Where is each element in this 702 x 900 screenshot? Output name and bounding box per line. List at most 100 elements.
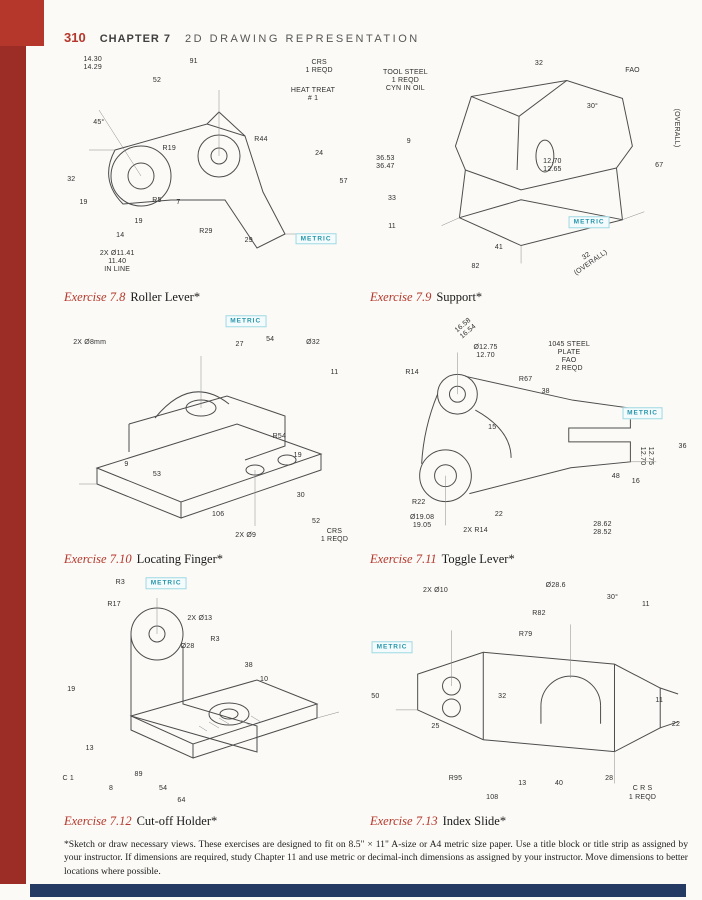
- dimension-label: 2X Ø8mm: [73, 338, 107, 346]
- dimension-label: 14: [116, 232, 125, 240]
- page-number: 310: [64, 30, 86, 45]
- dimension-label: R82: [532, 610, 546, 618]
- dimension-label: FAO: [625, 67, 640, 75]
- dimension-label: 32: [498, 692, 507, 700]
- dimension-label: Ø12.75 12.70: [473, 344, 498, 360]
- dimension-label: R54: [272, 433, 287, 441]
- toggle-lever-view: [419, 352, 657, 526]
- exercise-number: Exercise 7.8: [64, 290, 126, 304]
- dimension-label: 30°: [586, 102, 599, 110]
- dimension-label: 64: [177, 796, 186, 804]
- dimension-label: 48: [611, 473, 620, 481]
- metric-badge: METRIC: [225, 315, 267, 328]
- dimension-label: 10: [259, 676, 269, 684]
- dimension-label: 28: [605, 775, 614, 783]
- dimension-label: 36: [678, 442, 687, 450]
- dimension-label: Ø28: [180, 643, 195, 651]
- dimension-label: 13: [85, 744, 94, 752]
- dimension-label: R3: [210, 636, 220, 644]
- dimension-label: 2X Ø11.41 11.40 IN LINE: [99, 250, 135, 274]
- dimension-label: Ø28.6: [545, 581, 566, 589]
- dimension-label: 45°: [93, 119, 105, 127]
- dimension-label: 9: [124, 461, 129, 469]
- dimension-label: 8: [109, 784, 114, 792]
- metric-badge: METRIC: [145, 577, 187, 590]
- exercise-number: Exercise 7.13: [370, 814, 438, 828]
- dimension-label: 32 (OVERALL): [573, 248, 610, 277]
- dimension-label: 32: [67, 175, 76, 183]
- dimension-label: R3: [115, 579, 125, 587]
- dimension-label: 38: [244, 662, 253, 670]
- dimension-label: 1045 STEEL PLATE FAO 2 REQD: [548, 340, 590, 372]
- dimension-label: R5: [152, 197, 162, 205]
- dimension-label: R67: [518, 376, 533, 384]
- index-slide-isometric: [395, 624, 679, 784]
- support-isometric: [441, 80, 645, 264]
- dimension-label: 54: [266, 336, 275, 344]
- dimension-label: 15: [488, 423, 497, 431]
- exercise-number: Exercise 7.12: [64, 814, 132, 828]
- dimension-label: 2X Ø9: [235, 532, 257, 540]
- dimension-label: 16.58 16.54: [453, 316, 478, 340]
- dimension-label: 11: [655, 697, 664, 705]
- metric-badge: METRIC: [622, 407, 664, 420]
- dimension-label: R29: [199, 227, 213, 235]
- dimension-label: 82: [471, 263, 480, 271]
- chapter-label: CHAPTER 7: [99, 33, 172, 45]
- exercise-name: Toggle Lever*: [441, 552, 515, 566]
- dimension-label: 30°: [606, 593, 619, 601]
- dimension-label: 40: [554, 780, 564, 788]
- dimension-label: 25: [431, 723, 440, 731]
- corner-accent-square: [0, 0, 44, 46]
- dimension-label: 53: [152, 470, 162, 478]
- dimension-label: 7: [176, 199, 181, 207]
- dimension-label: R19: [162, 145, 176, 153]
- dimension-label: 19: [67, 685, 76, 693]
- metric-badge: METRIC: [568, 216, 610, 228]
- dimension-label: 9: [406, 138, 411, 146]
- metric-badge: METRIC: [371, 641, 413, 653]
- dimension-label: 89: [134, 770, 143, 778]
- dimension-label: 11: [330, 369, 339, 377]
- dimension-label: 11: [642, 600, 650, 608]
- dimension-label: 12.70 12.65: [543, 157, 562, 173]
- dimension-label: HEAT TREAT # 1: [290, 86, 336, 102]
- page-footnote: *Sketch or draw necessary views. These e…: [64, 839, 688, 877]
- dimension-label: 11: [388, 222, 396, 230]
- dimension-label: 52: [152, 76, 162, 84]
- cutoff-holder-isometric: [129, 598, 340, 759]
- dimension-label: 57: [339, 178, 348, 186]
- exercise-name: Locating Finger*: [136, 552, 224, 566]
- dimension-label: 30: [296, 492, 305, 500]
- dimension-label: 27: [235, 341, 244, 349]
- dimension-label: CRS 1 REQD: [320, 528, 349, 544]
- dimension-label: R14: [405, 369, 419, 377]
- dimension-label: 33: [387, 194, 397, 202]
- roller-lever-isometric: [89, 90, 311, 249]
- dimension-label: 24: [315, 149, 324, 157]
- dimension-label: 19: [134, 218, 143, 226]
- footer-accent-bar: [30, 884, 686, 897]
- dimension-label: 28.62 28.52: [593, 521, 612, 537]
- dimension-label: 36.53 36.47: [376, 155, 395, 171]
- dimension-label: 41: [494, 244, 504, 252]
- dimension-label: 16: [631, 477, 640, 485]
- dimension-label: 32: [534, 60, 544, 68]
- locating-finger-isometric: [79, 356, 323, 526]
